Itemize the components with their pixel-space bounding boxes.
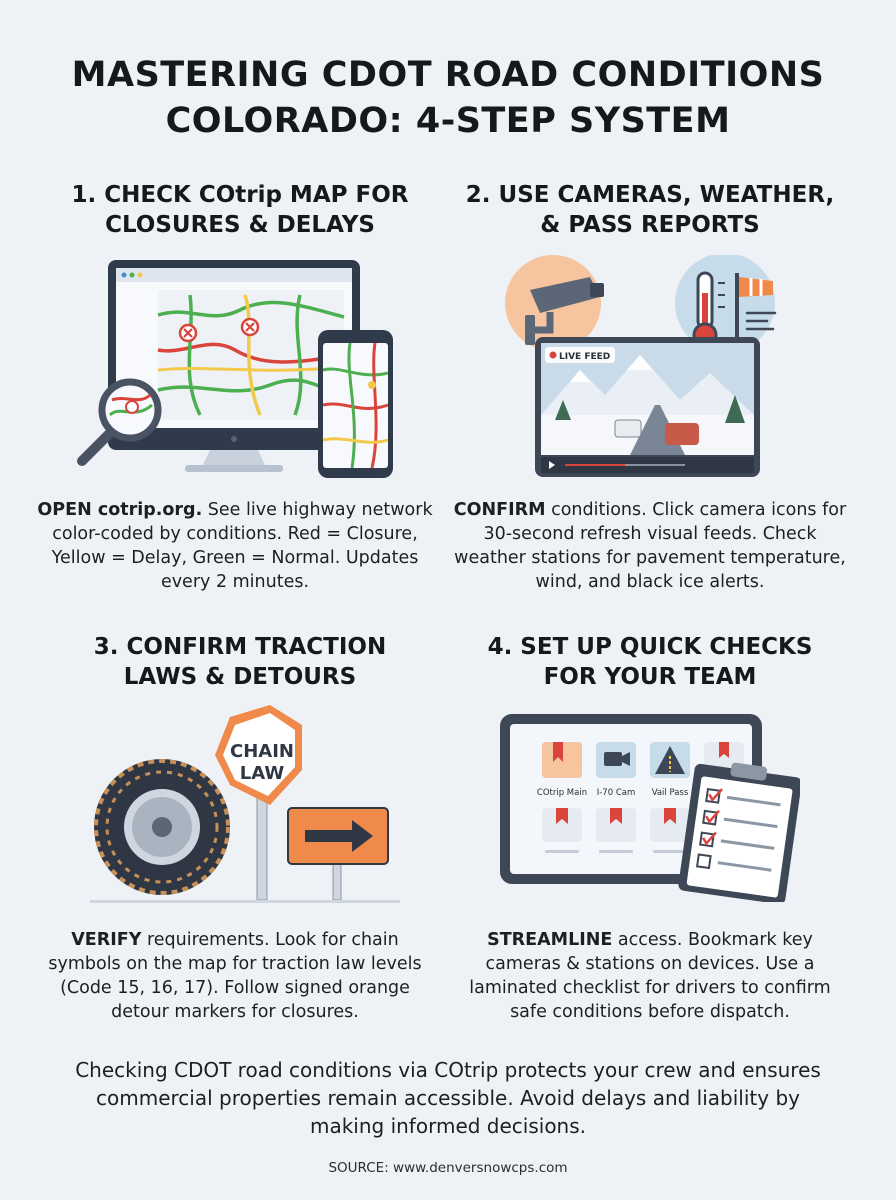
title-line-2: COLORADO: 4-STEP SYSTEM [165, 101, 731, 141]
step-3-lead: VERIFY [71, 930, 142, 950]
chain-sign-line-2: LAW [240, 763, 285, 784]
clipboard-checklist-icon [678, 762, 800, 902]
page-title: MASTERING CDOT ROAD CONDITIONS COLORADO:… [0, 52, 896, 144]
cotrip-map-illustration [77, 260, 393, 478]
source-credit: SOURCE: www.denversnowcps.com [328, 1160, 568, 1176]
smartphone-icon [318, 330, 393, 478]
step-1-heading: 1. CHECK COtrip MAP FOR CLOSURES & DELAY… [30, 180, 450, 240]
step-4-description: STREAMLINE access. Bookmark key cameras … [450, 928, 850, 1024]
desktop-monitor-icon [108, 260, 360, 472]
step-3-heading-line-2: LAWS & DETOURS [123, 664, 357, 690]
bookmark-label-i70-cam: I-70 Cam [597, 788, 636, 798]
step-4-lead: STREAMLINE [487, 930, 613, 950]
team-checklist-illustration: COtrip Main I-70 Cam Vail Pass [500, 714, 800, 902]
magnifying-glass-icon [77, 378, 162, 466]
detour-arrow-sign [287, 807, 389, 901]
bookmark-label-cotrip-main: COtrip Main [537, 788, 587, 798]
step-4-heading: 4. SET UP QUICK CHECKS FOR YOUR TEAM [440, 632, 860, 692]
chained-tire-icon [94, 759, 230, 895]
step-3-heading-line-1: 3. CONFIRM TRACTION [93, 634, 387, 660]
step-2-heading-line-1: 2. USE CAMERAS, WEATHER, [465, 182, 835, 208]
chain-sign-line-1: CHAIN [230, 741, 294, 762]
step-4-body: access. Bookmark key cameras & stations … [469, 930, 831, 1022]
step-3-description: VERIFY requirements. Look for chain symb… [35, 928, 435, 1024]
live-camera-feed: LIVE FEED [535, 337, 760, 477]
title-line-1: MASTERING CDOT ROAD CONDITIONS [71, 55, 825, 95]
step-1-description: OPEN cotrip.org. See live highway networ… [35, 498, 435, 594]
step-2-heading-line-2: & PASS REPORTS [540, 212, 760, 238]
step-2-body: conditions. Click camera icons for 30-se… [454, 500, 847, 592]
step-1-body: See live highway network color-coded by … [51, 500, 433, 592]
step-3-heading: 3. CONFIRM TRACTION LAWS & DETOURS [30, 632, 450, 692]
security-camera-icon [505, 255, 604, 351]
cameras-weather-illustration: LIVE FEED [505, 255, 777, 477]
step-1-lead: OPEN cotrip.org. [37, 500, 203, 520]
step-1-heading-line-2: CLOSURES & DELAYS [105, 212, 375, 238]
traction-law-illustration: CHAIN LAW [90, 705, 400, 903]
step-3-body: requirements. Look for chain symbols on … [48, 930, 422, 1022]
thermometer-wind-icon [675, 255, 777, 353]
step-4-heading-line-2: FOR YOUR TEAM [543, 664, 757, 690]
step-2-heading: 2. USE CAMERAS, WEATHER, & PASS REPORTS [440, 180, 860, 240]
step-4-heading-line-1: 4. SET UP QUICK CHECKS [487, 634, 813, 660]
step-2-lead: CONFIRM [453, 500, 546, 520]
step-2-description: CONFIRM conditions. Click camera icons f… [450, 498, 850, 594]
chain-law-sign: CHAIN LAW [215, 705, 302, 901]
step-1-heading-line-1: 1. CHECK COtrip MAP FOR [71, 182, 409, 208]
footer-summary: Checking CDOT road conditions via COtrip… [75, 1058, 821, 1138]
live-feed-label: LIVE FEED [559, 352, 610, 362]
bookmark-label-vail-pass: Vail Pass [652, 788, 689, 798]
